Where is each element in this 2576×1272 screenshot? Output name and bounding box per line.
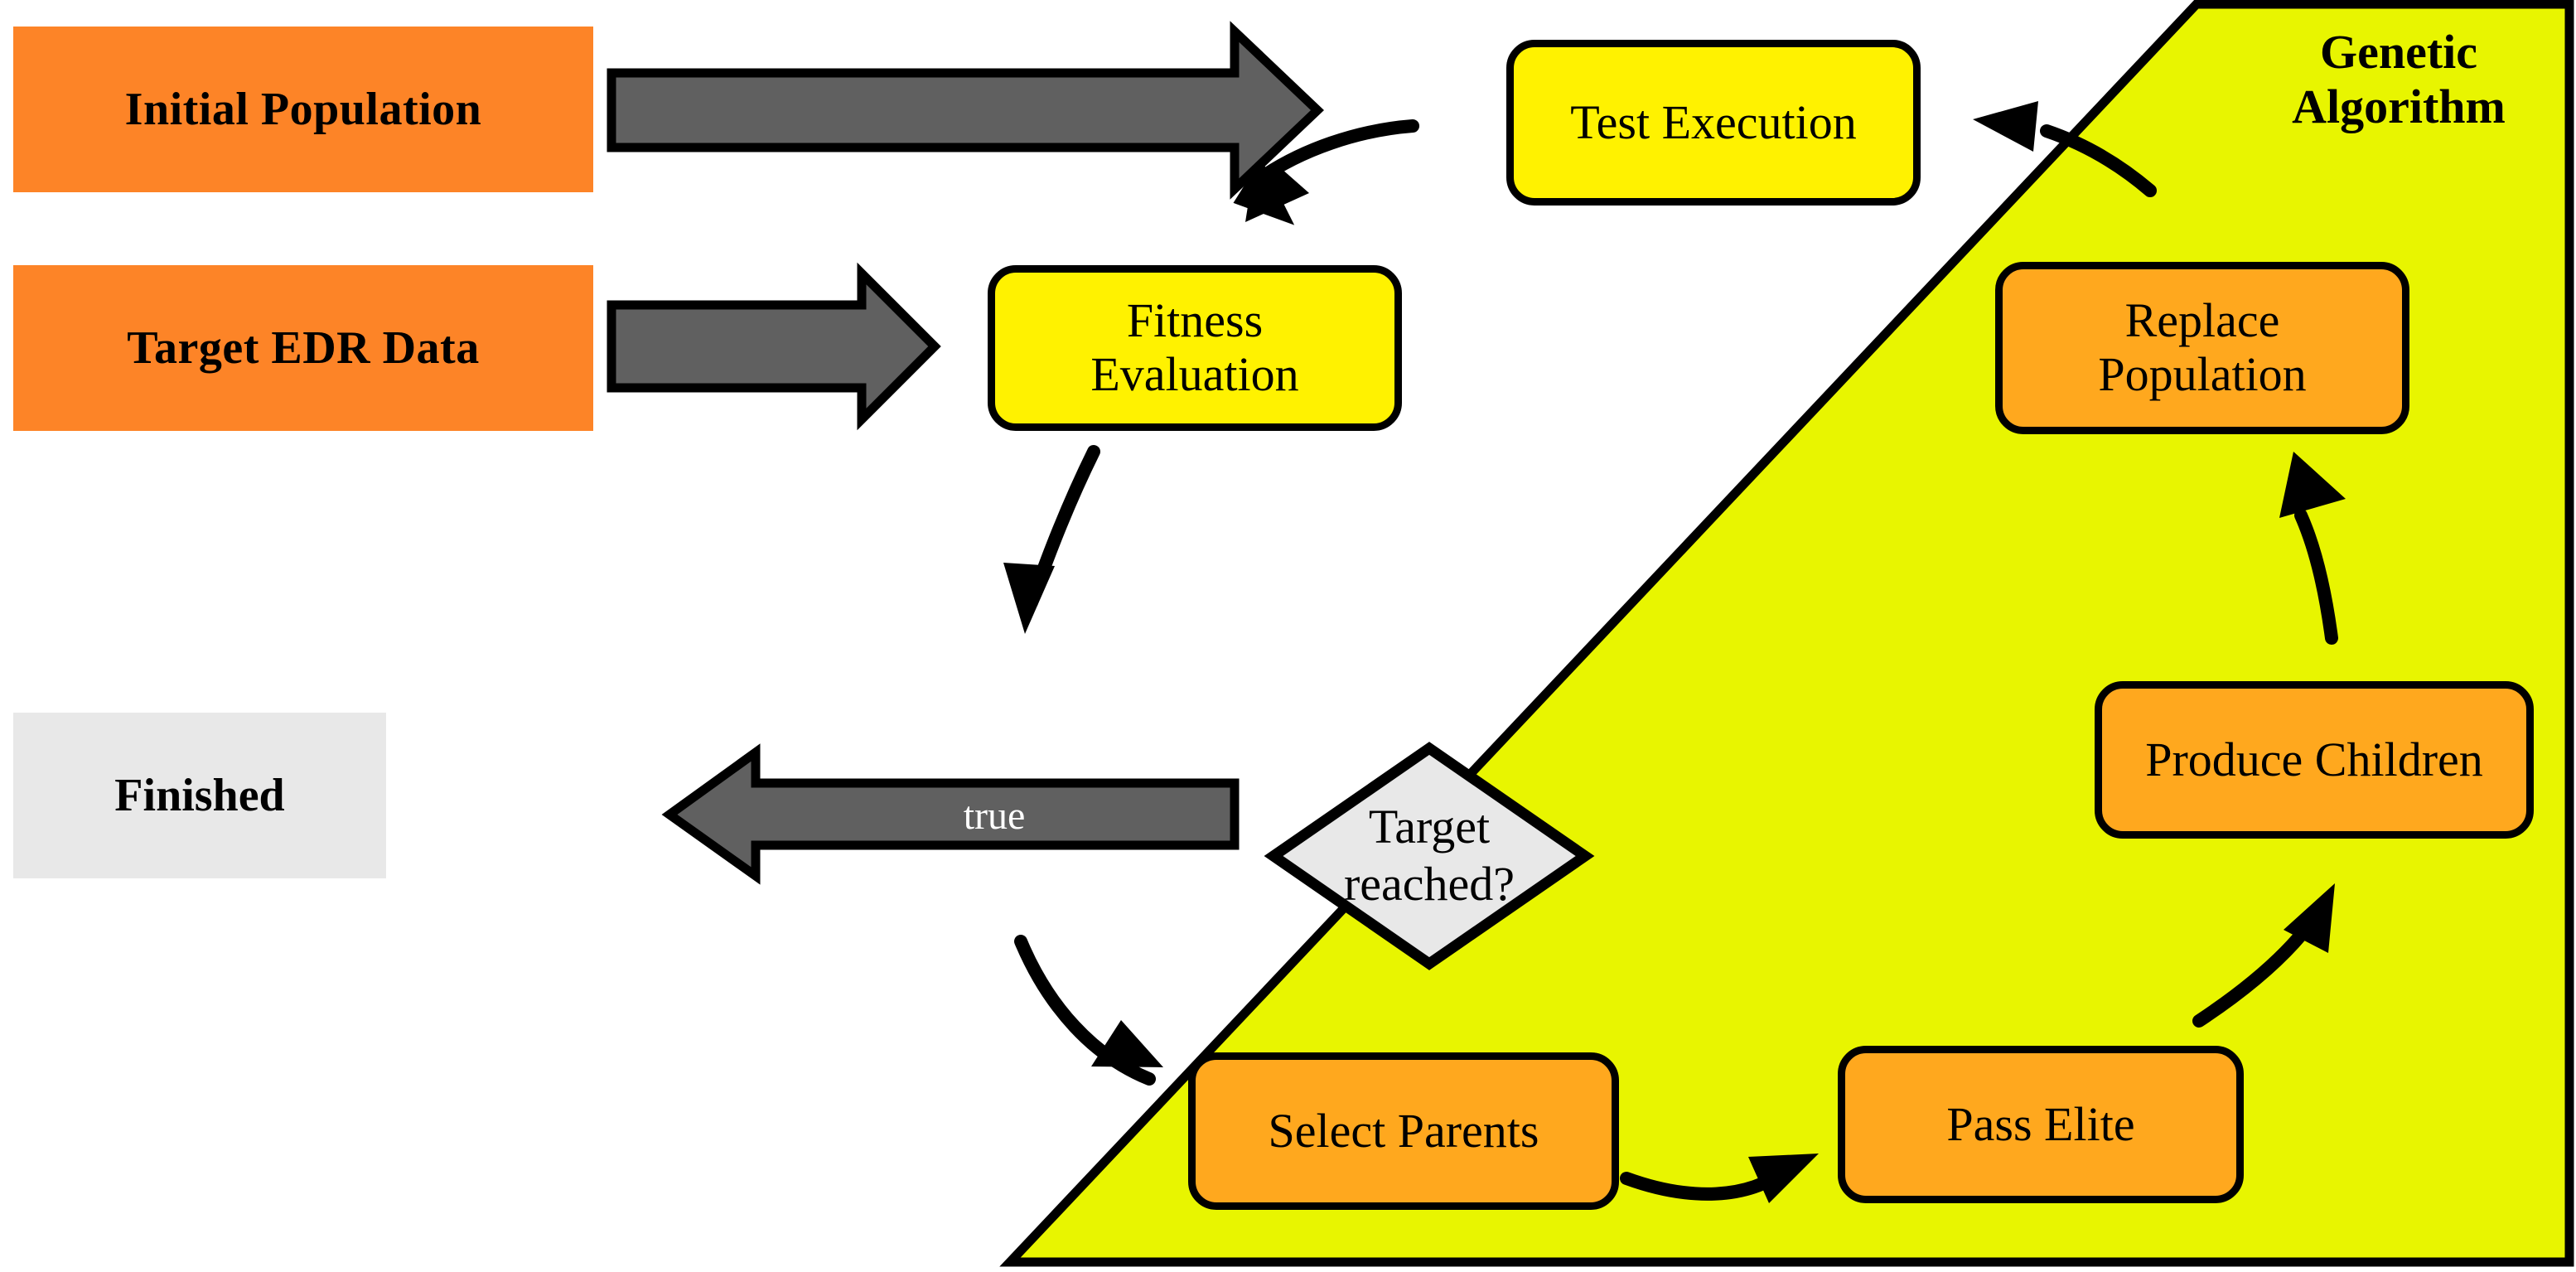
process-node-replace-population-line-2: Population [2098,347,2307,401]
terminal-box-finished[interactable]: Finished [13,713,386,878]
arrow-target-edr-data [607,262,941,431]
edge-label-true-text: true [963,793,1026,838]
arrowhead-to-replace-population [2279,452,2346,518]
arrowhead-to-select-parents [1091,1020,1163,1067]
process-node-replace-population[interactable]: Replace Population [1995,262,2409,434]
arrowhead-to-test-execution [1973,101,2038,152]
process-node-select-parents-label: Select Parents [1268,1103,1539,1158]
arrowhead-to-decision [1003,563,1055,634]
edge-pass-elite-to-produce-children [2192,918,2316,1028]
arrowhead-to-produce-children [2284,883,2335,953]
arrowhead-to-fitness [1245,162,1309,222]
process-node-fitness-evaluation-line-1: Fitness [1126,293,1264,348]
process-node-fitness-evaluation-line-2: Evaluation [1090,347,1299,401]
input-box-target-edr-data-label: Target EDR Data [127,322,480,374]
edge-test-execution-to-fitness-head [1233,158,1295,225]
edge-decision-to-select-parents [1014,935,1156,1086]
arrow-initial-population [607,21,1324,200]
ga-title-line-2: Algorithm [2292,80,2506,134]
edge-test-execution-to-fitness [1250,119,1419,187]
process-node-produce-children[interactable]: Produce Children [2095,681,2534,839]
input-box-initial-population[interactable]: Initial Population [13,27,593,192]
edge-select-parents-to-pass-elite [1620,1163,1792,1201]
input-box-target-edr-data[interactable]: Target EDR Data [13,265,593,431]
edge-replace-population-to-test-execution [2040,124,2157,197]
process-node-produce-children-label: Produce Children [2145,732,2483,786]
ga-title-line-1: Genetic [2319,25,2478,79]
edge-fitness-to-decision [1025,445,1100,609]
input-box-initial-population-label: Initial Population [124,83,482,135]
process-node-test-execution-label: Test Execution [1570,94,1857,149]
arrowhead-to-pass-elite [1748,1154,1819,1203]
process-node-select-parents[interactable]: Select Parents [1188,1052,1619,1210]
edge-label-true: true [829,783,1160,848]
genetic-algorithm-region-title: Genetic Algorithm [2241,25,2556,134]
edge-produce-children-to-replace-population [2294,509,2338,645]
terminal-box-finished-label: Finished [114,769,285,821]
decision-line-2: reached? [1343,856,1515,911]
process-node-test-execution[interactable]: Test Execution [1506,40,1921,206]
decision-target-reached-label[interactable]: Target reached? [1297,771,1562,941]
decision-line-1: Target [1368,800,1491,854]
process-node-pass-elite-label: Pass Elite [1946,1096,2135,1151]
process-node-pass-elite[interactable]: Pass Elite [1838,1046,2244,1203]
process-node-replace-population-line-1: Replace [2124,293,2280,348]
process-node-fitness-evaluation[interactable]: Fitness Evaluation [988,265,1402,431]
